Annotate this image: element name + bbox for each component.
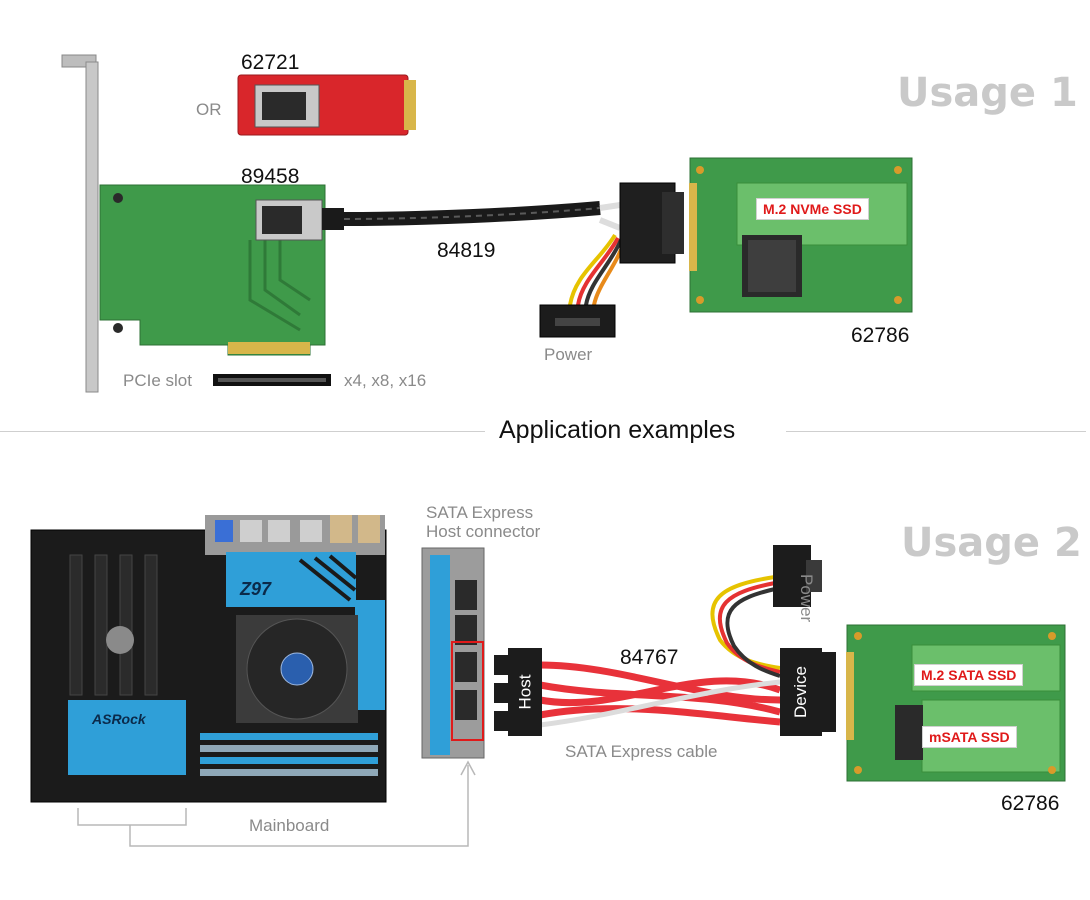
pcie-widths-label: x4, x8, x16: [344, 371, 427, 390]
ssd-nvme-label: M.2 NVMe SSD: [756, 198, 869, 220]
usage1-title: Usage 1: [897, 70, 1078, 116]
cable-84767-label: 84767: [620, 646, 679, 669]
device-label: Device: [791, 666, 810, 718]
host-label: Host: [515, 674, 534, 710]
device-connector: Device: [780, 648, 822, 736]
host-connector: Host: [508, 648, 542, 736]
adapter-62786-label-1: 62786: [851, 324, 910, 347]
host-connector-label-line2: Host connector: [426, 522, 541, 541]
card-62721-label: 62721: [241, 51, 300, 74]
divider-right: [786, 431, 1086, 432]
mainboard-label: Mainboard: [249, 816, 330, 835]
usage2-title: Usage 2: [901, 520, 1082, 566]
or-label: OR: [196, 100, 222, 119]
host-connector-label-line1: SATA Express: [426, 503, 534, 522]
power-label-2: Power: [797, 574, 816, 623]
section-title: Application examples: [499, 416, 736, 444]
sata-express-cable-label: SATA Express cable: [565, 742, 718, 761]
ssd-m2-sata-label: M.2 SATA SSD: [914, 664, 1024, 686]
card-89458-label: 89458: [241, 165, 300, 188]
asrock-logo: ASRock: [92, 711, 146, 727]
device-plug-tip: [822, 652, 836, 732]
power-label-1: Power: [544, 345, 593, 364]
pcie-slot-label: PCIe slot: [123, 371, 192, 390]
cable-84819-label: 84819: [437, 239, 496, 262]
divider-left: [0, 431, 485, 432]
ssd-msata-label: mSATA SSD: [922, 726, 1017, 748]
adapter-62786-label-2: 62786: [1001, 792, 1060, 815]
z97-logo: Z97: [240, 579, 272, 599]
